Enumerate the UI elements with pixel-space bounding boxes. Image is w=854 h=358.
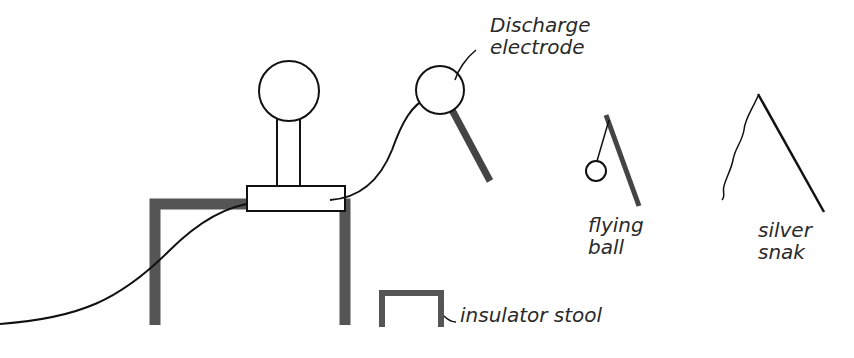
snake-rod <box>758 94 824 212</box>
ball-thread <box>597 120 609 161</box>
insulating-column <box>277 119 300 186</box>
insulator-stool <box>382 293 441 327</box>
part-label: silver snak <box>758 219 838 263</box>
generator-base <box>247 186 345 211</box>
leader-line <box>455 50 476 80</box>
electrode-sphere <box>416 66 464 114</box>
electrode-cable <box>330 98 428 200</box>
flying-ball <box>586 161 606 181</box>
electrode-rod <box>451 108 490 181</box>
part-label: flying ball <box>588 214 668 258</box>
part-label: insulator stool <box>460 304 660 326</box>
leader-line <box>444 316 456 322</box>
part-label: Discharge electrode <box>490 14 620 58</box>
silver-snake-strip <box>722 96 758 200</box>
ball-rod <box>606 115 639 206</box>
table <box>155 204 345 325</box>
generator-sphere <box>259 61 319 121</box>
ground-cable <box>0 202 262 324</box>
